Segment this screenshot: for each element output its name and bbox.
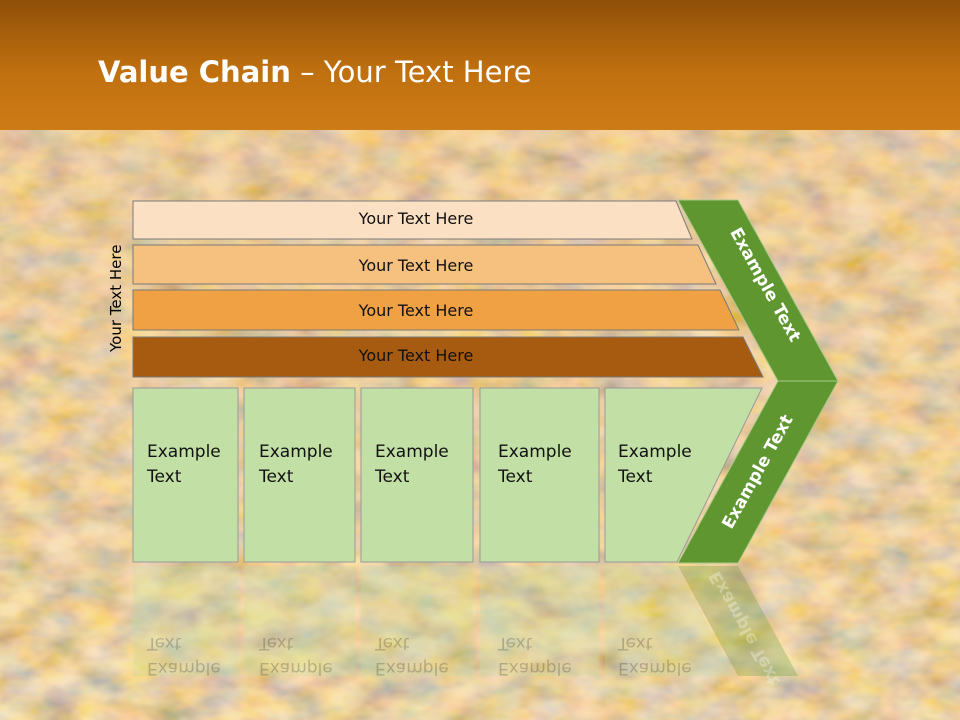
box-3-reflection-line1: Example (375, 658, 449, 678)
box-3-line2: Text (375, 467, 410, 487)
box-4-reflection: Example Text (498, 630, 572, 680)
activity-box-4 (479, 387, 600, 563)
box-5-reflection: Example Text (618, 630, 692, 680)
box-3-reflection-line2: Text (375, 633, 410, 653)
bar-1 (132, 200, 693, 240)
bar-4 (132, 336, 764, 378)
bar-4-label: Your Text Here (358, 346, 474, 365)
box-1-line1: Example (147, 442, 221, 462)
side-label: Your Text Here (106, 245, 126, 482)
activity-box-1 (132, 387, 239, 563)
activity-box-5 (604, 387, 763, 563)
box-4-reflection-line1: Example (498, 658, 572, 678)
box-5-line2: Text (618, 467, 653, 487)
bar-2-label: Your Text Here (358, 256, 474, 275)
box-4-line2: Text (498, 467, 533, 487)
title-rest: – Your Text Here (290, 55, 532, 89)
box-1-line2: Text (147, 467, 182, 487)
side-label-text: Your Text Here (107, 244, 125, 352)
page-title: Value Chain – Your Text Here (98, 55, 532, 89)
bar-2 (132, 244, 717, 285)
box-3-line1: Example (375, 442, 449, 462)
box-2-reflection: Example Text (259, 630, 333, 680)
box-2-reflection-line1: Example (259, 658, 333, 678)
box-5-reflection-line2: Text (618, 633, 653, 653)
reflection (133, 566, 798, 676)
activity-box-2 (243, 387, 356, 563)
box-5-line1: Example (618, 442, 692, 462)
title-bar (0, 0, 960, 130)
box-2-line1: Example (259, 442, 333, 462)
box-2-line2: Text (259, 467, 294, 487)
box-1-reflection-line1: Example (147, 658, 221, 678)
title-bold: Value Chain (98, 55, 291, 89)
bar-3-label: Your Text Here (358, 301, 474, 320)
box-4-reflection-line2: Text (498, 633, 533, 653)
bar-3 (132, 289, 740, 331)
bar-1-label: Your Text Here (358, 209, 474, 228)
box-5-reflection-line1: Example (618, 658, 692, 678)
box-1-reflection-line2: Text (147, 633, 182, 653)
box-4-line1: Example (498, 442, 572, 462)
box-1-reflection: Example Text (147, 630, 221, 680)
box-2-reflection-line2: Text (259, 633, 294, 653)
activity-box-3 (360, 387, 474, 563)
box-3-reflection: Example Text (375, 630, 449, 680)
arrow-lower-band (677, 380, 839, 564)
